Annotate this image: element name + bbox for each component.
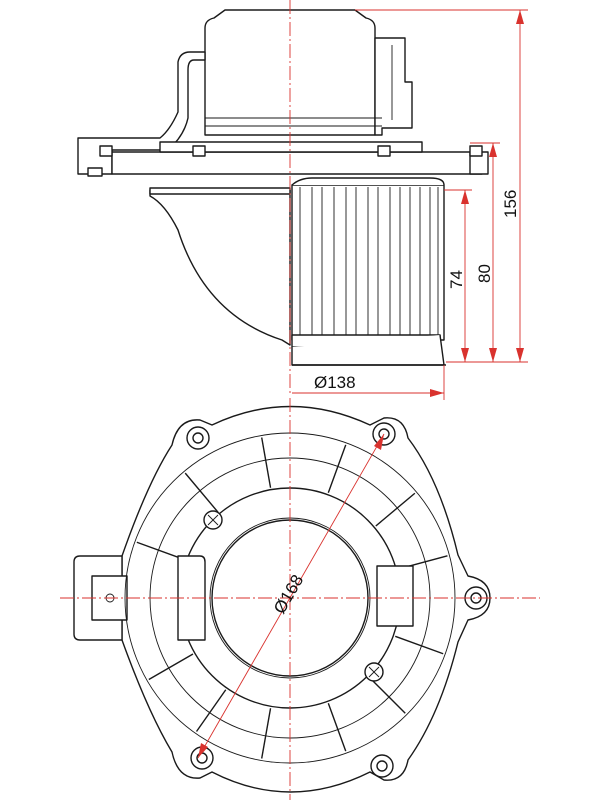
housing-rib (395, 635, 444, 655)
outlet-duct (177, 555, 206, 641)
screw (364, 662, 384, 682)
dim-body-height: 80 (475, 264, 494, 283)
dimension-lines-side (292, 9, 528, 400)
housing-rib (148, 653, 194, 681)
motor-housing-side-box (374, 37, 413, 136)
side-view (77, 9, 489, 366)
housing-rib (327, 444, 347, 493)
flange-plate (111, 151, 483, 175)
housing-rib (184, 472, 219, 513)
dim-fan-height: 74 (447, 270, 466, 289)
dim-fan-diameter: Ø138 (314, 373, 356, 392)
dimension-lines-top (197, 433, 385, 759)
housing-rib (327, 703, 347, 752)
housing-rib (375, 492, 416, 527)
fan-wheel (291, 177, 446, 366)
screw (203, 510, 223, 530)
mounting-hole (372, 422, 396, 446)
housing-rib (261, 437, 272, 488)
mounting-hole (186, 426, 210, 450)
housing-rib (368, 676, 406, 714)
housing-ribs (136, 437, 448, 759)
housing-rib (136, 541, 185, 561)
housing-rib (261, 708, 272, 759)
housing-rib (195, 689, 227, 732)
dim-total-height: 156 (501, 190, 520, 218)
mounting-hole (370, 754, 394, 778)
scroll-housing (149, 189, 291, 346)
